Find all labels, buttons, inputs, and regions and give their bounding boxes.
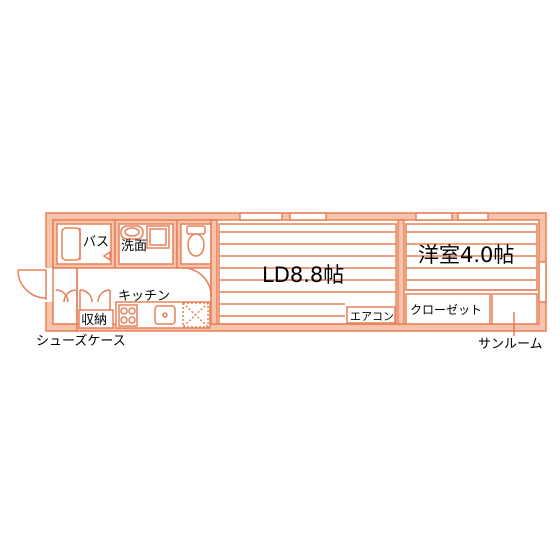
entrance-door — [17, 269, 47, 300]
air-conditioner-label: エアコン — [350, 310, 394, 323]
sunroom-label: サンルーム — [478, 337, 543, 352]
storage-label: 収納 — [81, 313, 107, 328]
washroom-label: 洗面 — [121, 239, 147, 254]
kitchen-counter — [115, 301, 211, 329]
air-conditioner-box — [346, 306, 396, 324]
western-room-flooring — [405, 223, 538, 291]
kitchen-label: キッチン — [118, 289, 170, 304]
bathtub — [61, 227, 111, 262]
ld-flooring — [218, 223, 397, 325]
toilet — [182, 225, 212, 298]
storage-doors — [55, 289, 114, 329]
shoe-case-label: シューズケース — [36, 333, 126, 349]
living-label: LD8.8帖 — [262, 263, 344, 287]
closet-label: クローゼット — [410, 303, 482, 317]
wash-basin — [120, 225, 170, 249]
bath-label: バス — [83, 235, 109, 250]
western-room-label: 洋室4.0帖 — [418, 243, 514, 267]
closet-box — [405, 293, 491, 325]
